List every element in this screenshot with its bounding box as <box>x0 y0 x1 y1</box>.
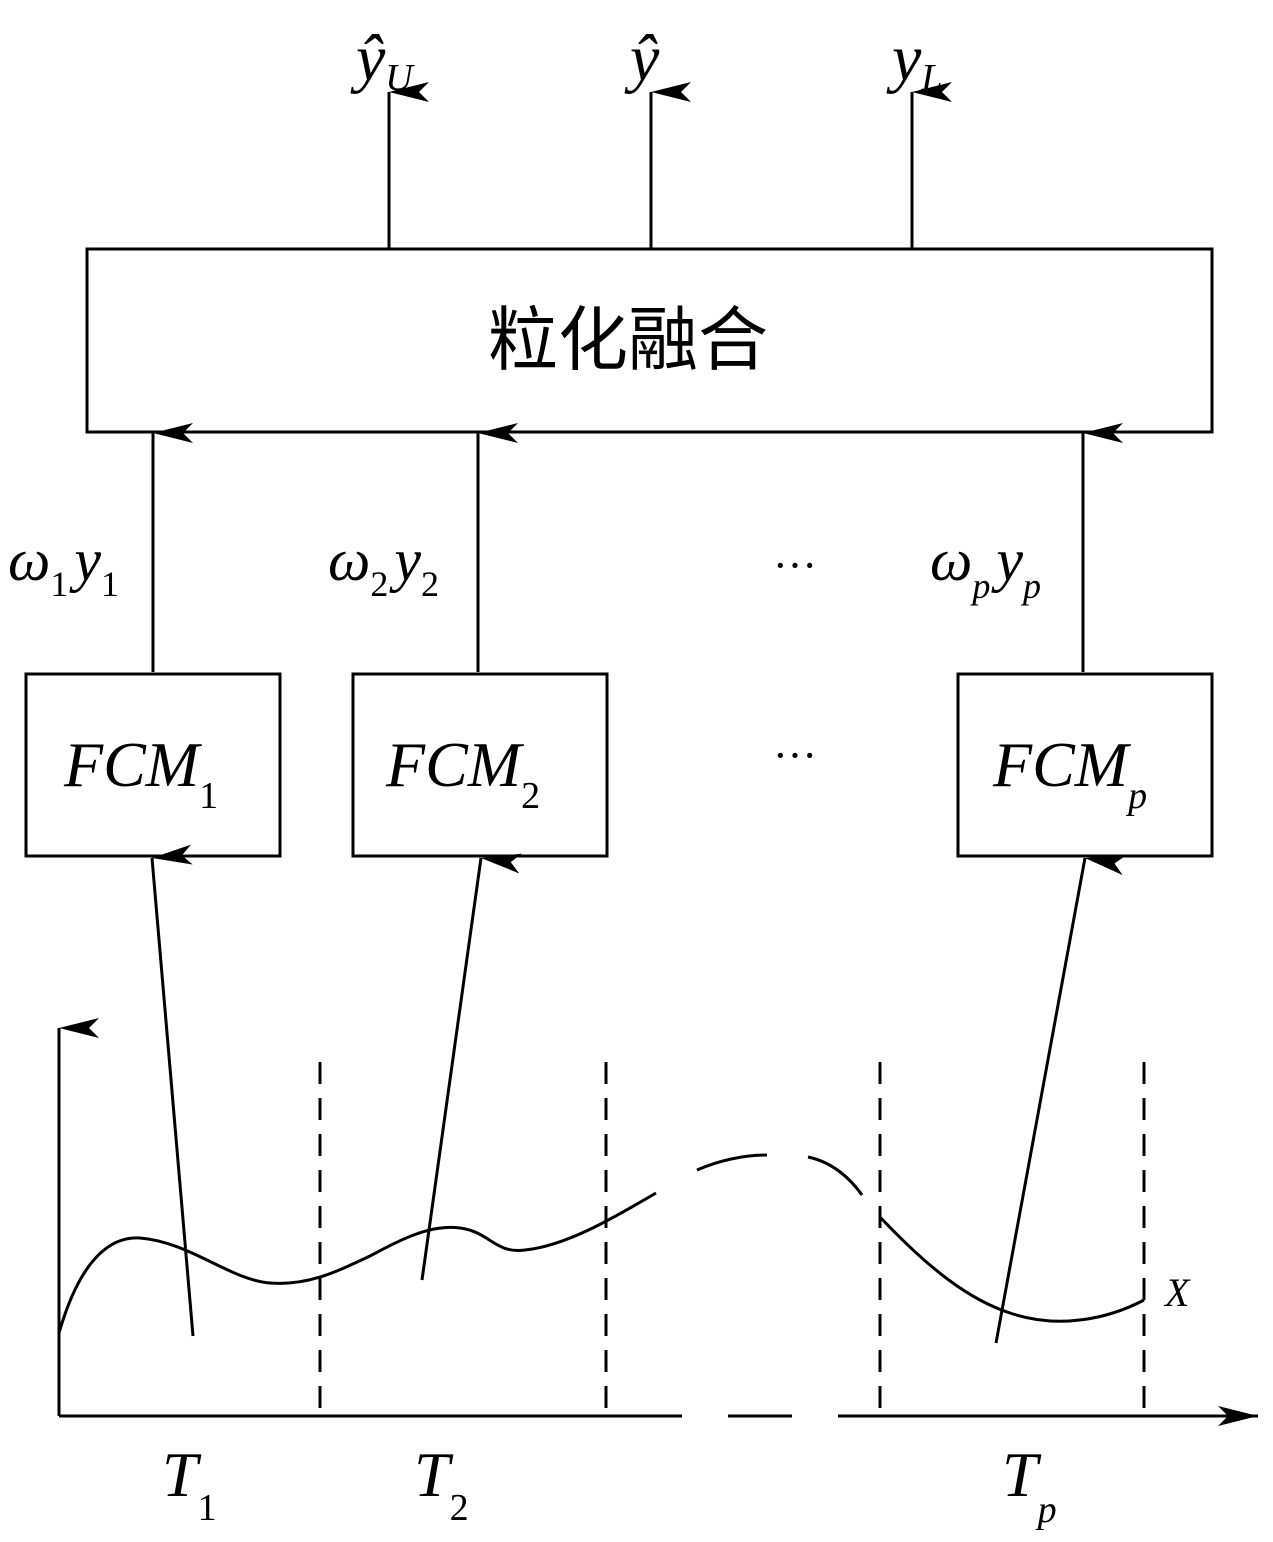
ellipsis-blocks: ··· <box>773 731 817 780</box>
output-label-lower: yL <box>886 22 942 99</box>
fcm-block-1-label: FCM1 <box>63 729 218 817</box>
signal-label: X <box>1163 1270 1191 1315</box>
signal-curve <box>57 1191 657 1334</box>
segment-label-2: T2 <box>414 1439 469 1529</box>
fusion-block-label: 粒化融合 <box>488 299 768 381</box>
fcm-block-2 <box>351 672 609 858</box>
fusion-block <box>85 247 1214 434</box>
fcm-block-p <box>956 672 1214 858</box>
fcm-block-1 <box>24 672 282 858</box>
ellipsis-weights: ··· <box>773 541 817 590</box>
segment-arrow-2 <box>420 853 522 1281</box>
segment-label-1: T1 <box>162 1439 217 1529</box>
fcm-block-p-label: FCMp <box>992 729 1147 817</box>
signal-curve-gap-left <box>696 1153 768 1172</box>
signal-curve-right <box>878 1215 1145 1323</box>
segment-arrow-p <box>994 855 1127 1344</box>
signal-curve-gap-right <box>807 1155 864 1196</box>
output-label-upper: ŷU <box>350 22 415 99</box>
output-label-estimate: ŷ <box>624 22 660 95</box>
segment-label-p: Tp <box>1002 1439 1057 1531</box>
fcm-block-2-label: FCM2 <box>385 729 540 817</box>
segment-arrow-1 <box>150 844 195 1337</box>
